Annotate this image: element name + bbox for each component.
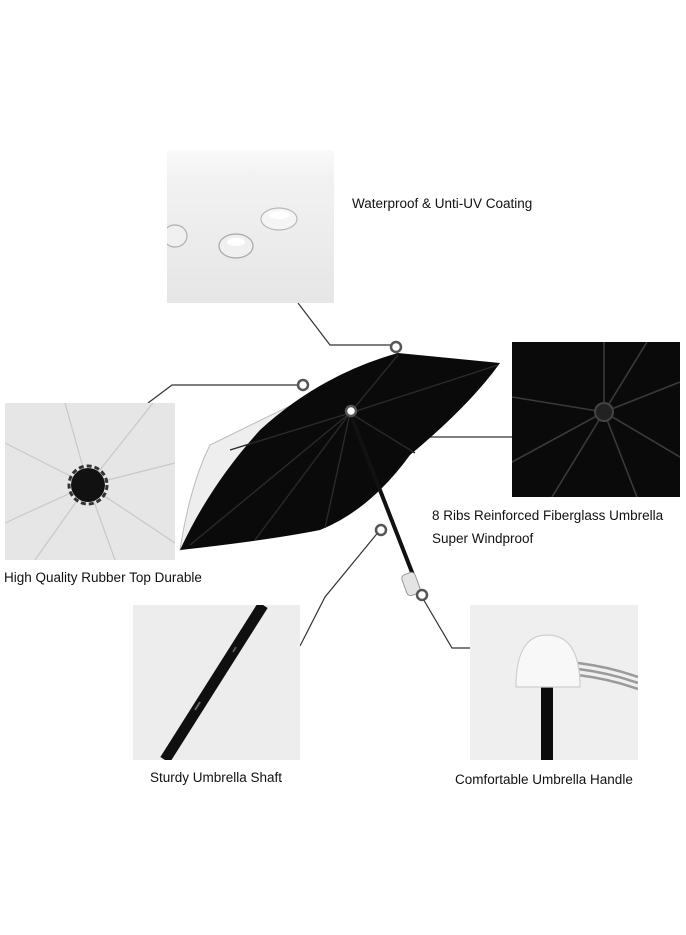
- callout-line-handle: [421, 596, 470, 649]
- callout-line-rubber-top: [147, 384, 300, 404]
- water-droplet-icon: [167, 224, 188, 248]
- ribs-detail-image: [512, 342, 680, 497]
- shaft-icon: [160, 605, 268, 760]
- rubber-top-detail-image: [5, 403, 175, 560]
- umbrella-handle: [401, 571, 421, 597]
- umbrella-shaft: [348, 412, 417, 581]
- rib-hub-icon: [594, 402, 614, 422]
- handle-cap-icon: [515, 634, 581, 688]
- ribs-label-line1: 8 Ribs Reinforced Fiberglass Umbrella: [432, 508, 664, 523]
- rubber-top-label: High Quality Rubber Top Durable: [4, 570, 202, 585]
- umbrella-illustration: [179, 340, 500, 602]
- callout-line-waterproof: [297, 302, 393, 346]
- marker-shaft: [374, 523, 388, 537]
- waterproof-detail-image: [167, 150, 334, 303]
- handle-grip-icon: [541, 685, 553, 760]
- handle-detail-image: [470, 605, 638, 760]
- rubber-top-cap-icon: [71, 468, 105, 502]
- ribs-label-line2: Super Windproof: [432, 531, 534, 546]
- marker-waterproof: [389, 340, 403, 354]
- marker-ribs: [344, 404, 358, 418]
- shaft-detail-image: [133, 605, 300, 760]
- callout-line-shaft: [299, 529, 381, 647]
- marker-handle: [415, 588, 429, 602]
- water-droplet-icon: [218, 233, 254, 259]
- water-droplet-icon: [260, 207, 298, 231]
- marker-rubber-top: [296, 378, 310, 392]
- handle-label: Comfortable Umbrella Handle: [455, 772, 633, 787]
- shaft-label: Sturdy Umbrella Shaft: [150, 770, 283, 785]
- waterproof-label: Waterproof & Unti-UV Coating: [352, 196, 533, 211]
- umbrella-canopy: [180, 353, 500, 550]
